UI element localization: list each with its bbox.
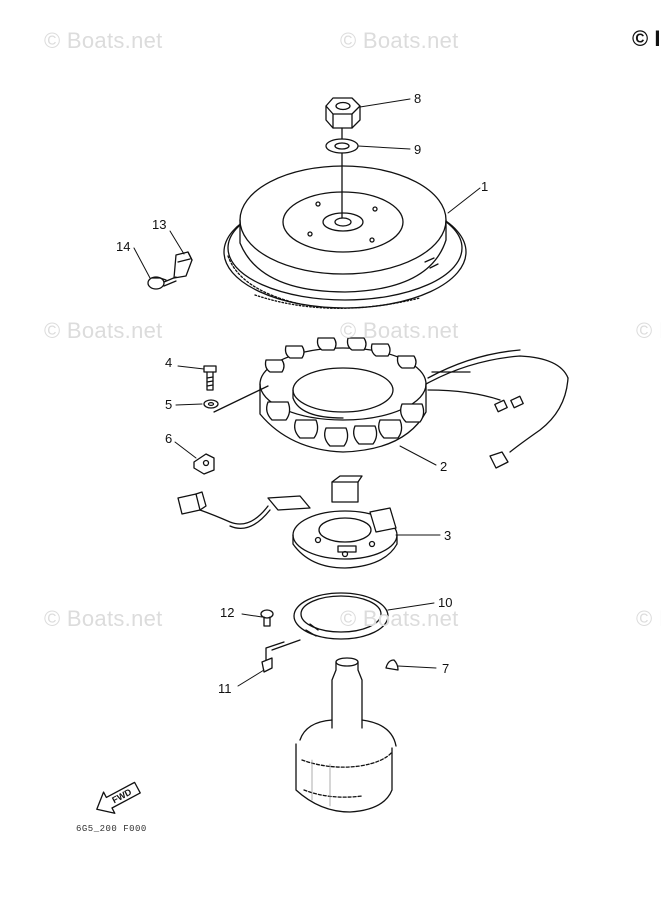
callout-6[interactable]: 6 (165, 431, 173, 446)
callout-7[interactable]: 7 (442, 661, 450, 676)
ground-lead-icon (261, 639, 301, 673)
callout-5[interactable]: 5 (165, 397, 173, 412)
washer-leader-line (213, 385, 269, 413)
fwd-arrow-icon: FWD (96, 781, 141, 814)
ground-screw-icon (260, 609, 274, 627)
watermark-text: © Boats.net (44, 318, 163, 343)
flywheel-washer-icon (325, 138, 359, 154)
watermark-text: © Boats.net (340, 28, 459, 53)
callout-3[interactable]: 3 (444, 528, 452, 543)
connector-terminals-icon (489, 395, 524, 469)
callout-4[interactable]: 4 (165, 355, 173, 370)
watermark-text: © Boats.net (340, 318, 459, 343)
lead-holder-icon (173, 251, 193, 279)
woodruff-key-icon (385, 659, 399, 671)
stator-bolt-icon (203, 365, 217, 391)
watermark-text-edge: © I (636, 606, 661, 631)
callout-14[interactable]: 14 (116, 239, 131, 254)
watermark-text: © Boats.net (340, 606, 459, 631)
callout-13[interactable]: 13 (152, 217, 167, 232)
crankshaft-icon (295, 657, 397, 813)
callout-1[interactable]: 1 (481, 179, 489, 194)
stator-assembly-icon (259, 337, 569, 453)
retaining-ring-icon (293, 592, 389, 640)
pulser-coil-base-icon (199, 475, 398, 569)
watermark-text-edge: © I (636, 318, 661, 343)
callout-12[interactable]: 12 (220, 605, 235, 620)
copyright-corner: © I (632, 26, 661, 51)
flywheel-nut-icon (325, 97, 361, 129)
callout-9[interactable]: 9 (414, 142, 422, 157)
clamp-icon (193, 453, 215, 475)
stator-washer-icon (203, 399, 219, 409)
callout-10[interactable]: 10 (438, 595, 453, 610)
leader-lines (133, 98, 481, 687)
diagram-code: 6G5_200 F000 (76, 824, 147, 834)
pulser-connector-icon (177, 491, 207, 515)
callout-11[interactable]: 11 (218, 681, 232, 696)
watermark-text: © Boats.net (44, 28, 163, 53)
callout-8[interactable]: 8 (414, 91, 422, 106)
callout-2[interactable]: 2 (440, 459, 448, 474)
bolt-holder-icon (147, 276, 177, 290)
watermark-text: © Boats.net (44, 606, 163, 631)
flywheel-icon (223, 165, 467, 309)
